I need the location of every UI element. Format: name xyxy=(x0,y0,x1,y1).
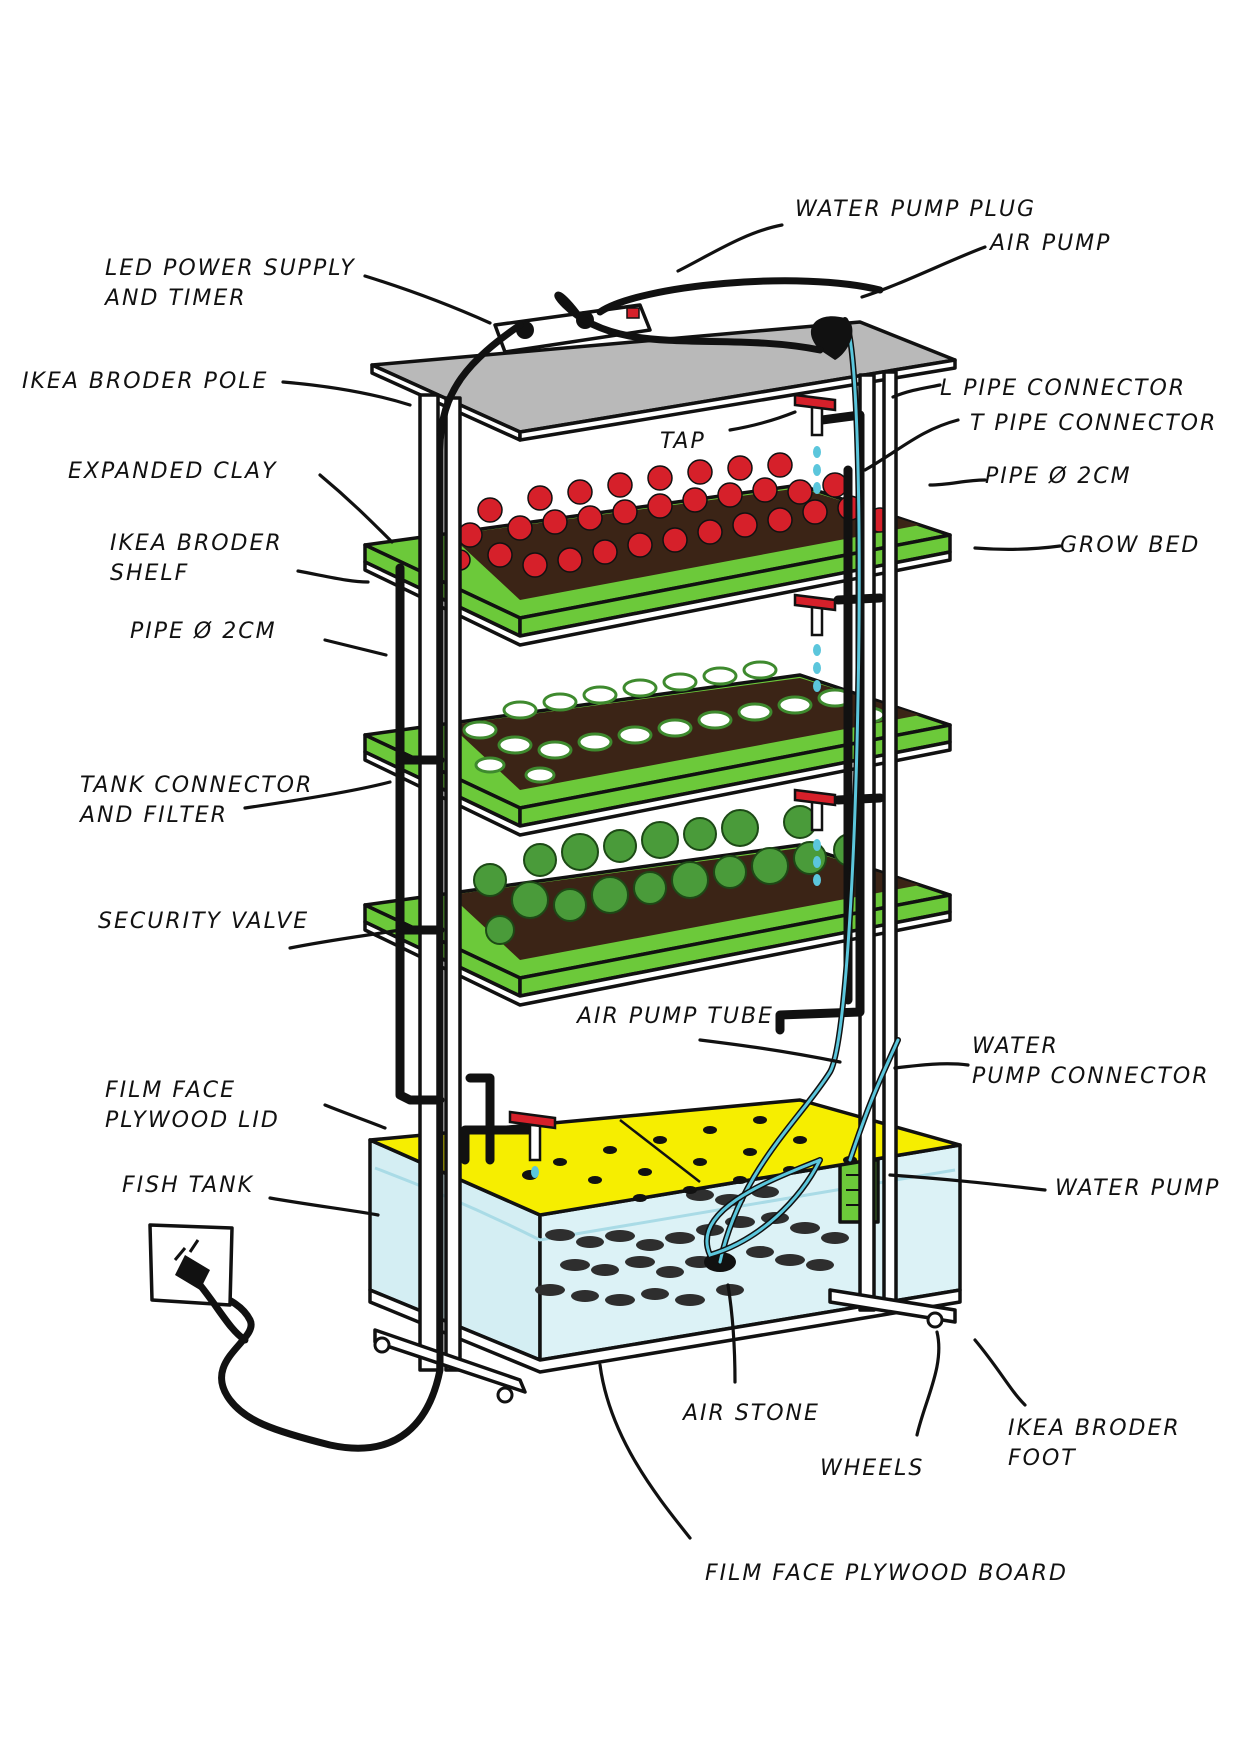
label-t-pipe-connector: T PIPE CONNECTOR xyxy=(970,411,1217,436)
label-water-pump-connector-2: PUMP CONNECTOR xyxy=(972,1064,1210,1089)
label-air-stone: AIR STONE xyxy=(681,1401,820,1426)
label-air-pump-tube: AIR PUMP TUBE xyxy=(575,1004,774,1029)
label-security-valve: SECURITY VALVE xyxy=(98,909,309,934)
label-fish-tank: FISH TANK xyxy=(122,1173,254,1198)
label-tank-connector-2: AND FILTER xyxy=(78,803,228,828)
label-tap: TAP xyxy=(660,429,706,454)
label-led-power-supply-1: LED POWER SUPPLY xyxy=(105,256,356,281)
label-ikea-broder-foot-2: FOOT xyxy=(1008,1446,1077,1471)
label-ikea-broder-shelf-2: SHELF xyxy=(110,561,189,586)
label-tank-connector-1: TANK CONNECTOR xyxy=(80,773,313,798)
label-pipe-left: PIPE Ø 2CM xyxy=(130,619,277,644)
label-water-pump-connector-1: WATER xyxy=(972,1034,1059,1059)
label-ikea-broder-shelf-1: IKEA BRODER xyxy=(110,531,283,556)
label-wheels: WHEELS xyxy=(820,1456,924,1481)
tap-middle xyxy=(795,595,835,635)
label-film-face-lid-1: FILM FACE xyxy=(105,1078,236,1103)
label-water-pump-plug: WATER PUMP PLUG xyxy=(795,197,1036,222)
label-air-pump: AIR PUMP xyxy=(988,231,1111,256)
label-ikea-broder-pole: IKEA BRODER POLE xyxy=(22,369,268,394)
label-film-face-board: FILM FACE PLYWOOD BOARD xyxy=(705,1561,1068,1586)
wall-socket xyxy=(150,1225,245,1340)
label-pipe-right: PIPE Ø 2CM xyxy=(985,464,1132,489)
label-film-face-lid-2: PLYWOOD LID xyxy=(105,1108,280,1133)
label-led-power-supply-2: AND TIMER xyxy=(103,286,247,311)
label-l-pipe-connector: L PIPE CONNECTOR xyxy=(940,376,1186,401)
label-water-pump: WATER PUMP xyxy=(1055,1176,1220,1201)
label-expanded-clay: EXPANDED CLAY xyxy=(68,459,278,484)
label-grow-bed: GROW BED xyxy=(1060,533,1200,558)
label-ikea-broder-foot-1: IKEA BRODER xyxy=(1008,1416,1181,1441)
